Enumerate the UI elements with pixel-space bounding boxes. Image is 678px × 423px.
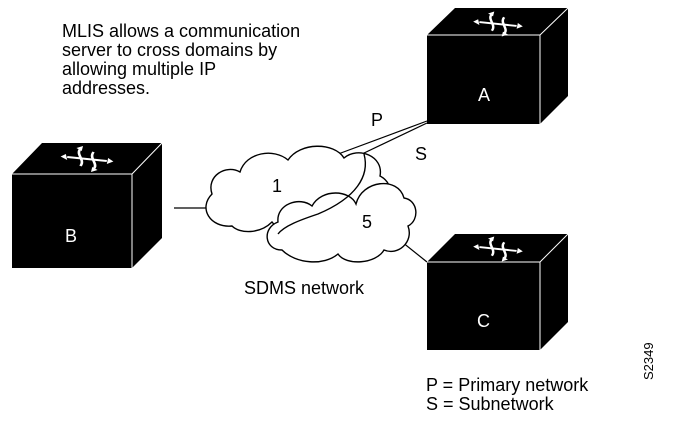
legend: P = Primary network S = Subnetwork xyxy=(426,376,588,414)
device-label-b: B xyxy=(65,226,77,246)
device-label-a: A xyxy=(478,85,490,105)
network-boundary xyxy=(277,153,366,235)
legend-item-subnet: S = Subnetwork xyxy=(426,394,554,414)
device-b: B xyxy=(12,142,163,268)
description-line: server to cross domains by xyxy=(62,40,278,60)
cloud-label-5: 5 xyxy=(362,212,372,232)
device-label-c: C xyxy=(477,311,490,331)
device-c: C xyxy=(427,233,569,350)
description-text: MLIS allows a communication server to cr… xyxy=(62,22,362,98)
network-label: SDMS network xyxy=(244,278,365,298)
description-line: MLIS allows a communication xyxy=(62,21,301,41)
link-label-primary: P xyxy=(371,110,383,130)
description-line: allowing multiple IP xyxy=(62,59,217,79)
device-a: A xyxy=(427,7,569,124)
link-label-subnet: S xyxy=(415,144,427,164)
description-line: addresses. xyxy=(62,78,151,98)
figure-id: S2349 xyxy=(641,342,656,380)
cloud-5 xyxy=(266,182,417,263)
legend-item-primary: P = Primary network xyxy=(426,375,589,395)
cloud-label-1: 1 xyxy=(272,176,282,196)
link-a-subnet xyxy=(361,122,428,155)
